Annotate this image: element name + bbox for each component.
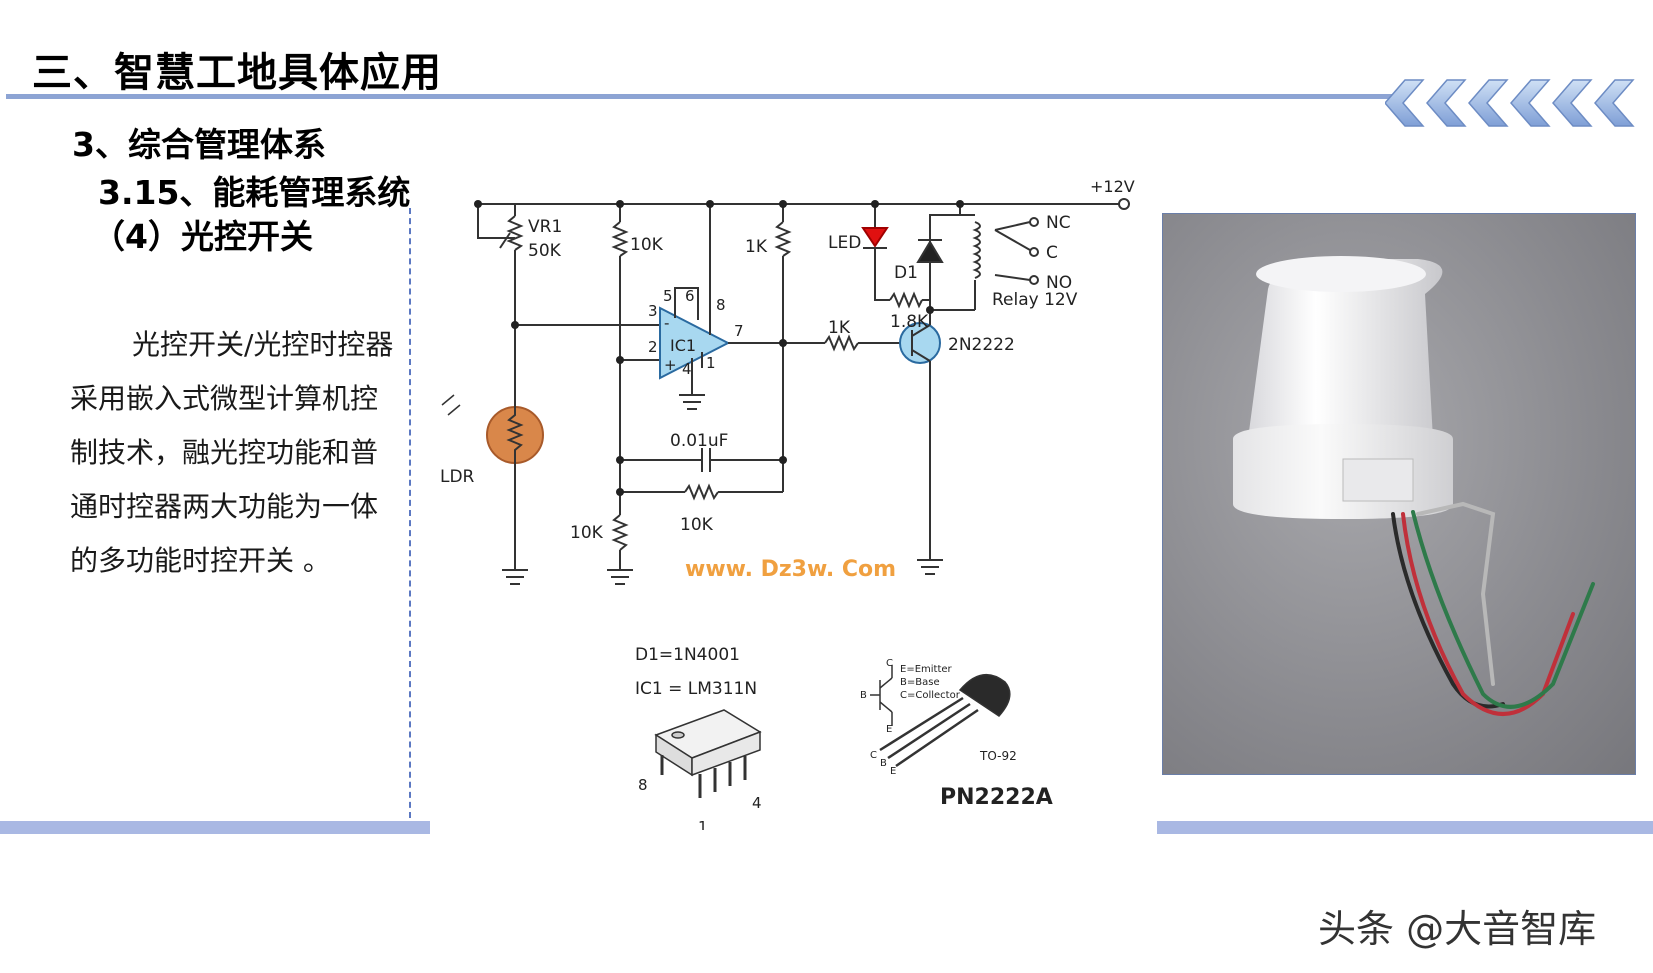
symbol-e: E (886, 724, 892, 735)
dip-chip-icon (654, 709, 762, 798)
label-r1k-top: 1K (745, 237, 768, 257)
watermark-text: 头条 @大音智库 (1318, 907, 1597, 951)
label-c: C (1046, 243, 1058, 263)
description-text: 光控开关/光控时控器采用嵌入式微型计算机控制技术，融光控功能和普通时控器两大功能… (70, 328, 394, 577)
site-watermark: www. Dz3w. Com (685, 557, 896, 582)
legend-collector: C=Collector (900, 690, 961, 701)
dashed-divider (409, 208, 411, 818)
label-pin8: 8 (716, 296, 726, 314)
light-sensor-photo (1162, 213, 1636, 775)
label-part-pn: PN2222A (940, 785, 1053, 810)
label-chip-pin4: 4 (752, 794, 762, 812)
label-package: TO-92 (979, 749, 1017, 763)
label-vr1: VR1 (528, 217, 562, 237)
label-chip-pin8: 8 (638, 776, 648, 794)
label-supply: +12V (1090, 177, 1135, 196)
lead-c: C (870, 750, 877, 761)
lead-b: B (880, 758, 887, 769)
symbol-c: C (886, 658, 893, 669)
label-minus: - (664, 314, 669, 332)
label-no: NO (1046, 273, 1072, 293)
label-relay: Relay 12V (992, 290, 1078, 310)
label-vr1-value: 50K (528, 241, 562, 261)
label-pin7: 7 (734, 322, 744, 340)
lead-e: E (890, 766, 896, 777)
label-chip-pin1: 1 (698, 818, 708, 830)
label-ic1-part: IC1 = LM311N (635, 679, 757, 699)
label-pin3: 3 (648, 302, 658, 320)
label-pin5: 5 (663, 287, 673, 305)
label-ldr: LDR (440, 467, 475, 487)
circuit-diagram: +12V VR1 50K 10K 1K LED D1 NC C NO Relay… (440, 177, 1135, 830)
legend-base: B=Base (900, 677, 940, 688)
label-pin1: 1 (706, 354, 716, 372)
label-transistor: 2N2222 (948, 335, 1015, 355)
symbol-b: B (860, 690, 867, 701)
label-r10k-top: 10K (630, 235, 664, 255)
label-d1-part: D1=1N4001 (635, 645, 740, 665)
label-pin6: 6 (685, 287, 695, 305)
transistor-package-icon (870, 665, 1011, 768)
label-pin4: 4 (682, 360, 692, 378)
label-plus: + (664, 356, 677, 374)
label-cap: 0.01uF (670, 431, 728, 451)
label-ic1: IC1 (670, 336, 696, 355)
label-r10k-bottom: 10K (570, 523, 604, 543)
label-d1: D1 (894, 263, 918, 283)
chevron-decoration (1385, 79, 1635, 127)
label-nc: NC (1046, 213, 1071, 233)
label-led: LED (828, 233, 861, 253)
page-title: 三、智慧工地具体应用 (32, 50, 442, 96)
label-r10k-fb: 10K (680, 515, 714, 535)
legend-emitter: E=Emitter (900, 664, 953, 675)
photocell-switch-image (1233, 256, 1595, 716)
footer-band-left (0, 821, 430, 834)
section-heading-level4: （4）光控开关 (92, 217, 313, 256)
title-underline (6, 94, 1396, 99)
section-heading-level3: 3.15、能耗管理系统 (98, 173, 411, 212)
label-r1k8: 1.8K (890, 312, 929, 332)
label-r1k-base: 1K (828, 318, 851, 338)
label-pin2: 2 (648, 338, 658, 356)
section-heading-level2: 3、综合管理体系 (72, 125, 326, 164)
footer-band-right (1157, 821, 1653, 834)
